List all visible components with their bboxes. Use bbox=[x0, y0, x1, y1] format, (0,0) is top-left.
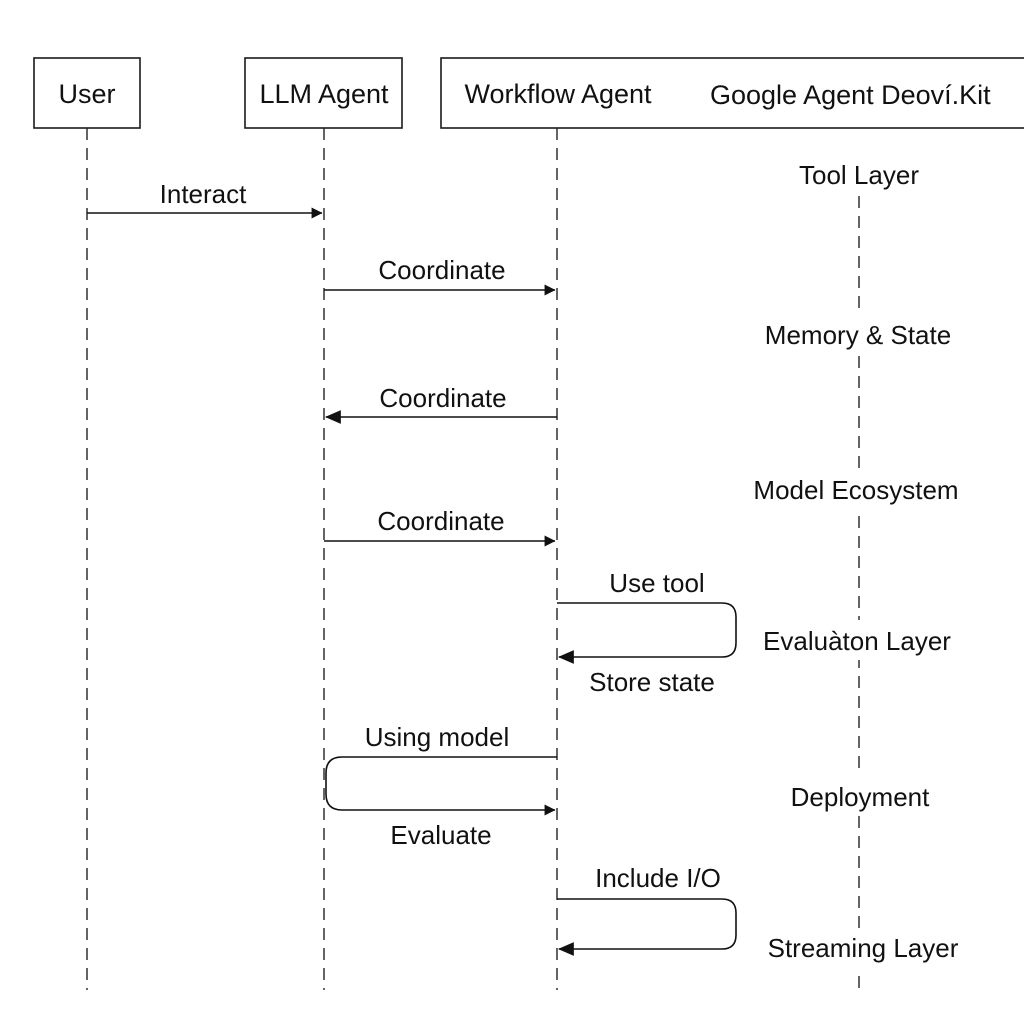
message-include-io: Include I/O bbox=[557, 863, 737, 956]
layer-tool: Tool Layer bbox=[780, 152, 938, 192]
participant-workflow-agent-box bbox=[440, 57, 1024, 129]
message-include-io-loop bbox=[557, 898, 737, 956]
participant-llm-agent-box bbox=[244, 57, 403, 129]
layer-model-label: Model Ecosystem bbox=[753, 475, 958, 505]
participant-workflow-agent: Workflow Agent bbox=[440, 57, 1024, 129]
participant-kit-label: Google Agent Deoví.Kit bbox=[710, 80, 991, 110]
message-use-tool-label: Use tool bbox=[609, 568, 704, 598]
layer-memory: Memory & State bbox=[744, 312, 976, 352]
layer-deployment-label: Deployment bbox=[791, 782, 931, 812]
message-coordinate-3: Coordinate bbox=[324, 506, 556, 547]
message-using-model-label: Using model bbox=[365, 722, 510, 752]
message-interact: Interact bbox=[87, 179, 323, 219]
layer-evaluation: Evaluàton Layer bbox=[744, 620, 972, 660]
layer-streaming-label: Streaming Layer bbox=[768, 933, 959, 963]
message-use-tool: Use tool Store state bbox=[557, 568, 737, 697]
message-using-model: Using model Evaluate bbox=[325, 722, 557, 850]
layer-model: Model Ecosystem bbox=[730, 468, 982, 508]
message-coordinate-2: Coordinate bbox=[324, 383, 557, 424]
message-use-tool-loop bbox=[557, 602, 737, 664]
message-coordinate-1: Coordinate bbox=[324, 255, 556, 296]
message-store-state-label: Store state bbox=[589, 667, 715, 697]
message-using-model-loop bbox=[325, 756, 557, 816]
layer-streaming: Streaming Layer bbox=[752, 928, 974, 968]
message-coordinate-3-label: Coordinate bbox=[377, 506, 504, 536]
layer-memory-label: Memory & State bbox=[765, 320, 951, 350]
message-coordinate-1-label: Coordinate bbox=[378, 255, 505, 285]
message-include-io-label: Include I/O bbox=[595, 863, 721, 893]
participant-llm-agent: LLM Agent bbox=[244, 57, 403, 129]
message-interact-label: Interact bbox=[160, 179, 247, 209]
layer-evaluation-label: Evaluàton Layer bbox=[763, 626, 951, 656]
participant-user: User bbox=[33, 57, 141, 129]
participant-llm-agent-label: LLM Agent bbox=[259, 79, 389, 109]
participant-workflow-agent-label: Workflow Agent bbox=[464, 79, 652, 109]
participant-user-label: User bbox=[58, 79, 115, 109]
layer-tool-label: Tool Layer bbox=[799, 160, 919, 190]
message-coordinate-2-label: Coordinate bbox=[379, 383, 506, 413]
layer-deployment: Deployment bbox=[772, 776, 950, 816]
message-evaluate-label: Evaluate bbox=[390, 820, 491, 850]
participant-user-box bbox=[33, 57, 141, 129]
